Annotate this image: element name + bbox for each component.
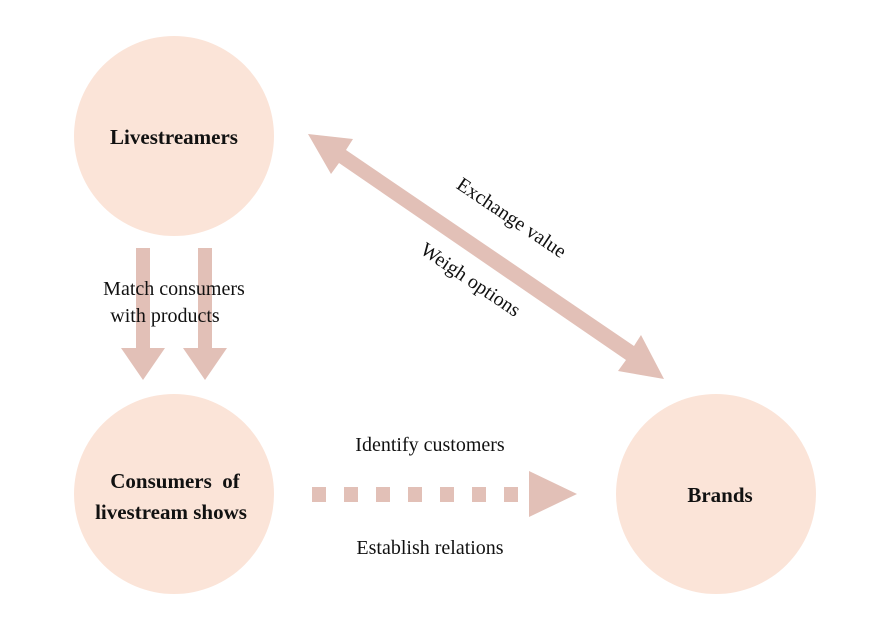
dash-segment: [344, 487, 358, 502]
consumers-node: [74, 394, 274, 594]
match-label-line-1: Match consumers: [103, 278, 245, 300]
dashed-arrow-right: [312, 471, 577, 517]
brands-label: Brands: [687, 483, 752, 507]
dashed-arrow-head: [529, 471, 577, 517]
establish-relations-label: Establish relations: [356, 537, 503, 559]
down-arrow-left: [121, 248, 165, 380]
dash-segment: [376, 487, 390, 502]
dash-segment: [440, 487, 454, 502]
livestreamers-node: [74, 36, 274, 236]
dash-segment: [312, 487, 326, 502]
consumers-label-line-1: Consumers of: [110, 469, 241, 493]
livestreamers-label: Livestreamers: [110, 125, 238, 149]
identify-customers-label: Identify customers: [355, 434, 505, 456]
consumers-label-line-2: livestream shows: [95, 500, 247, 524]
bidirectional-arrow: [308, 134, 664, 379]
brands-node: [616, 394, 816, 594]
dash-segment: [408, 487, 422, 502]
dash-segment: [472, 487, 486, 502]
down-arrow-right: [183, 248, 227, 380]
dash-segment: [504, 487, 518, 502]
match-label-line-2: with products: [110, 305, 220, 327]
